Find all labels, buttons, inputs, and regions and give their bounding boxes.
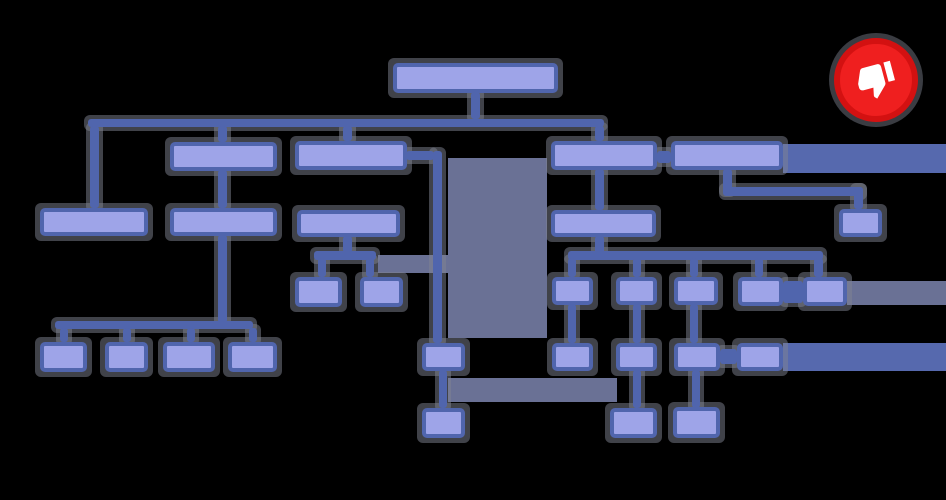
org-node-i <box>737 343 783 371</box>
connector-quad-drop-2 <box>123 328 131 342</box>
org-node-k <box>422 408 465 438</box>
connector-a-f <box>568 304 576 343</box>
connector-drop-l2b <box>343 126 352 141</box>
org-node-o <box>610 408 657 438</box>
org-node-f <box>552 343 593 371</box>
connector-link-h-i <box>720 349 737 364</box>
connector-drop-l2a <box>218 126 227 142</box>
overlay-center-block <box>448 158 547 338</box>
org-node-r2b <box>671 141 783 170</box>
org-node-p <box>673 407 720 438</box>
connector-link-r2a-r2b <box>657 151 671 163</box>
org-node-l2a <box>170 142 277 171</box>
connector-main-rail <box>88 119 604 127</box>
connector-r3-down <box>595 236 604 254</box>
org-node-q1 <box>40 342 87 372</box>
connector-b-g <box>633 304 641 343</box>
org-node-e <box>803 277 847 306</box>
connector-l2b-elbow-h <box>406 151 434 160</box>
bar-top-right-bar <box>783 144 946 173</box>
connector-drop-left-col <box>90 126 99 208</box>
org-node-r3 <box>551 210 656 237</box>
connector-drop-b <box>633 258 641 277</box>
connector-five-rail <box>568 251 823 260</box>
connector-r2b-across <box>723 187 863 196</box>
org-node-a <box>552 277 593 305</box>
connector-root-drop <box>471 92 480 119</box>
org-node-q4 <box>228 342 277 372</box>
connector-drop-c <box>690 258 698 277</box>
connector-drop-d <box>755 258 763 277</box>
org-node-r3-small <box>839 209 882 237</box>
connector-r2b-drop <box>854 187 863 209</box>
connector-drop-e <box>814 258 823 277</box>
org-node-root <box>393 63 558 93</box>
org-node-l3b <box>297 210 400 237</box>
org-node-q3 <box>163 342 215 372</box>
connector-quad-rail <box>55 321 253 329</box>
org-node-c <box>674 277 718 305</box>
connector-quad-drop-4 <box>249 328 257 342</box>
org-node-s2 <box>360 277 403 307</box>
connector-split-drop-right <box>366 258 374 277</box>
connector-drop-r2a <box>595 126 604 141</box>
org-node-h <box>674 343 720 371</box>
connector-j-k <box>439 370 447 408</box>
connector-split-rail <box>314 251 376 260</box>
thumbs-down-icon <box>858 60 896 99</box>
connector-split-drop-left <box>318 258 326 277</box>
connector-l2a-l3a <box>218 170 227 208</box>
connector-g-o <box>633 370 641 408</box>
connector-h-p <box>692 370 700 408</box>
connector-link-d-e <box>783 281 803 303</box>
connector-drop-a <box>568 258 576 277</box>
overlay-bottom-band <box>448 378 617 402</box>
connector-c-h <box>690 304 698 343</box>
connector-r2b-down <box>723 169 732 193</box>
connector-r2a-r3 <box>595 169 604 210</box>
org-node-r2a <box>551 141 657 170</box>
org-node-l3-left <box>40 208 148 236</box>
org-node-q2 <box>105 342 148 372</box>
connector-l3a-down <box>218 235 227 323</box>
connector-quad-drop-1 <box>60 328 68 342</box>
org-node-g <box>616 343 657 371</box>
thumbs-down-badge <box>834 38 918 122</box>
org-node-b <box>616 277 657 305</box>
org-node-d <box>738 277 783 306</box>
org-node-s1 <box>295 277 342 307</box>
bar-lower-right-bar <box>783 343 946 371</box>
overlay-right-band <box>847 281 946 305</box>
connector-quad-drop-3 <box>187 328 195 342</box>
connector-l3b-down <box>343 236 352 253</box>
org-node-l2b <box>295 141 407 170</box>
org-node-l3a <box>170 208 277 236</box>
org-node-j <box>422 343 465 371</box>
connector-long-vertical <box>433 151 442 343</box>
